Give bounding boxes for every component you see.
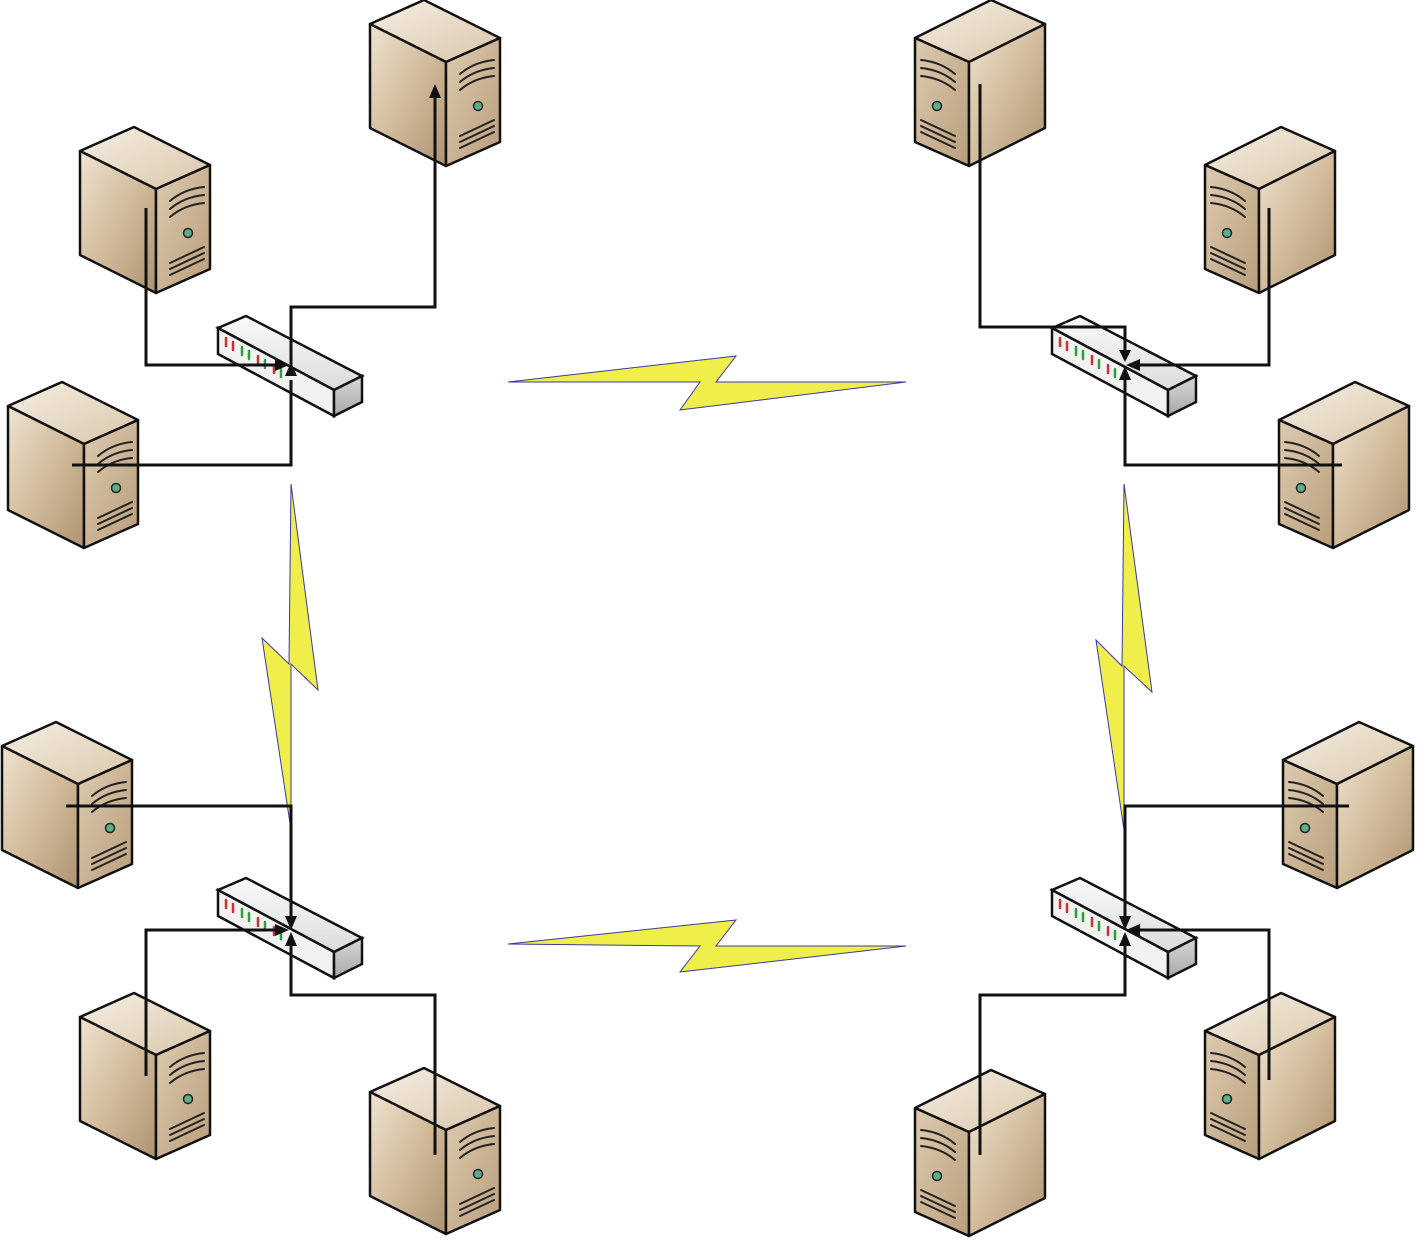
tower-server-icon[interactable] bbox=[78, 125, 212, 295]
arrowhead bbox=[275, 359, 289, 371]
tower-server-icon[interactable] bbox=[368, 1066, 502, 1236]
arrowhead bbox=[1119, 350, 1131, 362]
cable-line bbox=[144, 208, 278, 367]
arrowhead bbox=[1119, 916, 1131, 930]
arrowhead bbox=[1126, 359, 1140, 371]
tower-server-icon[interactable] bbox=[1277, 380, 1411, 550]
cable-line bbox=[66, 804, 293, 918]
lightning-bolt-icon bbox=[507, 919, 907, 973]
lightning-bolt-icon bbox=[1095, 483, 1153, 831]
arrowhead bbox=[1119, 366, 1131, 380]
tower-server-icon[interactable] bbox=[1203, 125, 1337, 295]
wired-links bbox=[66, 84, 1349, 1155]
tower-server-icon[interactable] bbox=[1281, 720, 1415, 890]
cable-line bbox=[978, 944, 1127, 1155]
lightning-bolt-icon bbox=[507, 355, 907, 411]
cable-line bbox=[1136, 928, 1271, 1080]
tower-server-icon[interactable] bbox=[1203, 991, 1337, 1161]
arrowheads bbox=[275, 84, 1140, 946]
tower-server-icon[interactable] bbox=[0, 720, 134, 890]
cable-line bbox=[1123, 378, 1342, 467]
arrowhead bbox=[275, 924, 289, 936]
cable-line bbox=[1136, 208, 1271, 367]
tower-server-icon[interactable] bbox=[913, 0, 1047, 168]
cable-line bbox=[289, 98, 437, 372]
arrowhead bbox=[1119, 932, 1131, 946]
cable-line bbox=[978, 84, 1127, 352]
cable-line bbox=[1123, 804, 1349, 918]
tower-server-icon[interactable] bbox=[6, 380, 140, 550]
wireless-links bbox=[261, 355, 1153, 973]
arrowhead bbox=[285, 932, 297, 946]
lightning-bolt-icon bbox=[261, 483, 319, 831]
cable-line bbox=[289, 944, 437, 1155]
switches bbox=[215, 314, 1199, 981]
arrowhead bbox=[285, 916, 297, 930]
cable-line bbox=[72, 380, 293, 467]
tower-server-icon[interactable] bbox=[368, 0, 502, 168]
arrowhead bbox=[1126, 924, 1140, 936]
cable-line bbox=[144, 928, 278, 1076]
arrowhead bbox=[429, 84, 441, 98]
arrowhead bbox=[285, 362, 297, 376]
